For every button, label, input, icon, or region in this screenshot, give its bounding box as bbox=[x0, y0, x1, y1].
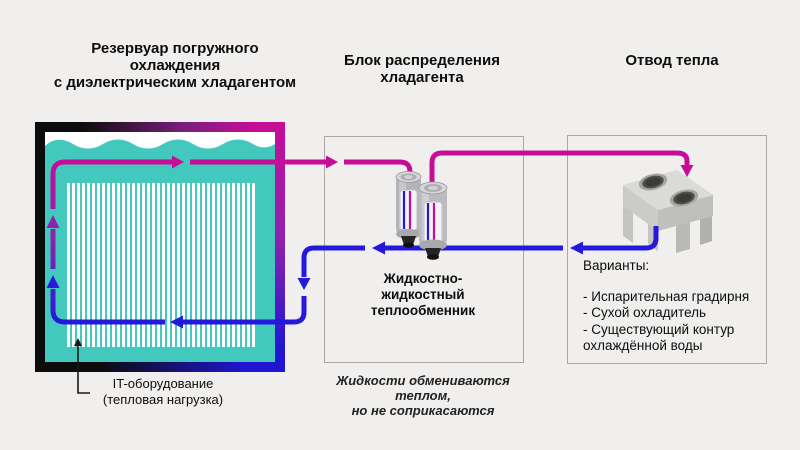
tank-border-left bbox=[35, 122, 45, 372]
option-item: - Сухой охладитель bbox=[583, 305, 707, 320]
options-title: Варианты: bbox=[583, 258, 650, 273]
it-equipment-label: IT-оборудование (тепловая нагрузка) bbox=[102, 376, 224, 407]
tank-interior bbox=[45, 132, 275, 362]
option-item: охлаждённой воды bbox=[583, 338, 703, 353]
tank-border-top bbox=[35, 122, 285, 132]
option-item: - Существующий контур bbox=[583, 321, 735, 337]
tank-border-bottom bbox=[35, 362, 285, 372]
heat-rejection-title: Отвод тепла bbox=[625, 52, 719, 69]
heat-rejection-options: Варианты: - Испарительная градирня - Сух… bbox=[583, 258, 763, 355]
it-equipment-stripes bbox=[67, 183, 257, 347]
heat-exchange-note: Жидкости обмениваются теплом, но не сопр… bbox=[336, 373, 510, 418]
heat-rejection-box bbox=[567, 135, 767, 364]
tank-border-right bbox=[275, 122, 285, 372]
heat-exchanger-label: Жидкостно- жидкостный теплообменник bbox=[370, 271, 476, 318]
option-item: - Испарительная градирня bbox=[583, 288, 750, 304]
tank-title: Резервуар погружного охлаждения с диэлек… bbox=[53, 40, 297, 91]
immersion-tank bbox=[35, 122, 285, 372]
cdu-box bbox=[324, 136, 524, 363]
cdu-title: Блок распределения хладагента bbox=[344, 52, 500, 86]
